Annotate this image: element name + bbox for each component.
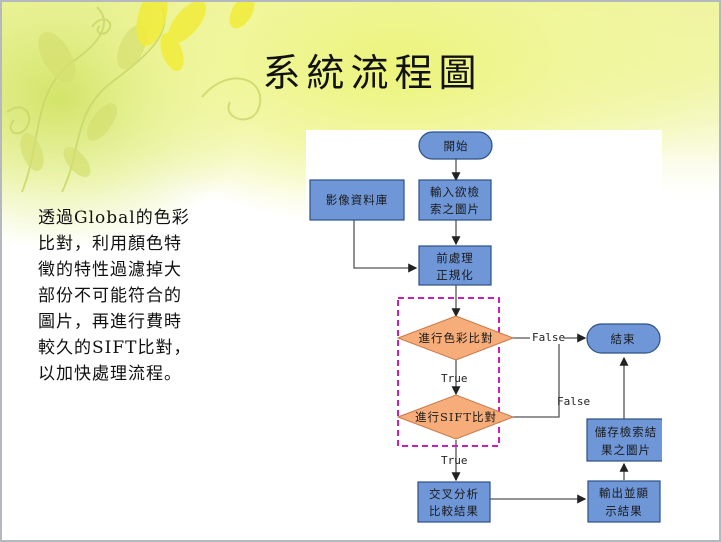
node-database: 影像資料庫 bbox=[309, 179, 405, 221]
flowchart-panel: 開始 輸入欲檢 索之圖片 影像資料庫 前處理 正規化 bbox=[306, 130, 662, 540]
description-line: 圖片，再進行費時 bbox=[38, 312, 182, 332]
node-preprocess: 前處理 正規化 bbox=[418, 245, 492, 286]
node-output: 輸出並顯 示結果 bbox=[587, 480, 661, 523]
description-line: 以加快處理流程。 bbox=[38, 364, 182, 384]
node-output-label-1: 輸出並顯 bbox=[599, 486, 649, 500]
node-store: 儲存檢索結 果之圖片 bbox=[586, 418, 662, 462]
node-cross-analysis: 交叉分析 比較結果 bbox=[417, 481, 491, 523]
description-line: 部份不可能符合的 bbox=[38, 286, 182, 306]
highlight-dashed-box bbox=[397, 297, 500, 447]
node-database-label: 影像資料庫 bbox=[326, 193, 389, 207]
node-cross-label-2: 比較結果 bbox=[429, 504, 479, 518]
edge-database-preprocess bbox=[353, 220, 418, 273]
node-input-label-1: 輸入欲檢 bbox=[430, 185, 480, 199]
node-color-compare-label: 進行色彩比對 bbox=[419, 331, 494, 345]
flowchart: 開始 輸入欲檢 索之圖片 影像資料庫 前處理 正規化 bbox=[309, 131, 662, 523]
description-line: 徵的特性過濾掉大 bbox=[38, 260, 182, 280]
description-text: 透過Global的色彩 比對，利用顏色特 徵的特性過濾掉大 部份不可能符合的 圖… bbox=[38, 205, 223, 387]
node-start: 開始 bbox=[418, 131, 493, 160]
node-cross-label-1: 交叉分析 bbox=[429, 487, 479, 501]
node-preprocess-label-1: 前處理 bbox=[436, 251, 474, 265]
node-output-label-2: 示結果 bbox=[605, 504, 643, 518]
edge-label-color-true: True bbox=[441, 372, 468, 385]
node-color-compare: 進行色彩比對 bbox=[396, 315, 515, 361]
description-line: 透過Global的色彩 bbox=[38, 208, 190, 228]
description-line: 較久的SIFT比對， bbox=[38, 338, 192, 358]
node-store-label-1: 儲存檢索結 bbox=[595, 425, 658, 439]
node-start-label: 開始 bbox=[444, 139, 469, 153]
edge-sift-false-end bbox=[511, 338, 560, 418]
edge-label-sift-false: False bbox=[557, 395, 590, 408]
node-end-label: 結束 bbox=[611, 332, 636, 346]
page-title: 系統流程圖 bbox=[262, 51, 483, 95]
edge-label-sift-true: True bbox=[441, 454, 468, 467]
node-preprocess-label-2: 正規化 bbox=[436, 268, 474, 282]
description-line: 比對，利用顏色特 bbox=[38, 234, 182, 254]
node-end: 結束 bbox=[586, 323, 661, 354]
node-input-image: 輸入欲檢 索之圖片 bbox=[418, 179, 492, 221]
node-sift-compare: 進行SIFT比對 bbox=[396, 394, 515, 440]
node-input-label-2: 索之圖片 bbox=[430, 202, 480, 216]
edge-label-color-false: False bbox=[532, 331, 565, 344]
floral-decoration bbox=[6, 2, 262, 193]
node-store-label-2: 果之圖片 bbox=[601, 443, 651, 457]
node-sift-compare-label: 進行SIFT比對 bbox=[415, 410, 497, 424]
